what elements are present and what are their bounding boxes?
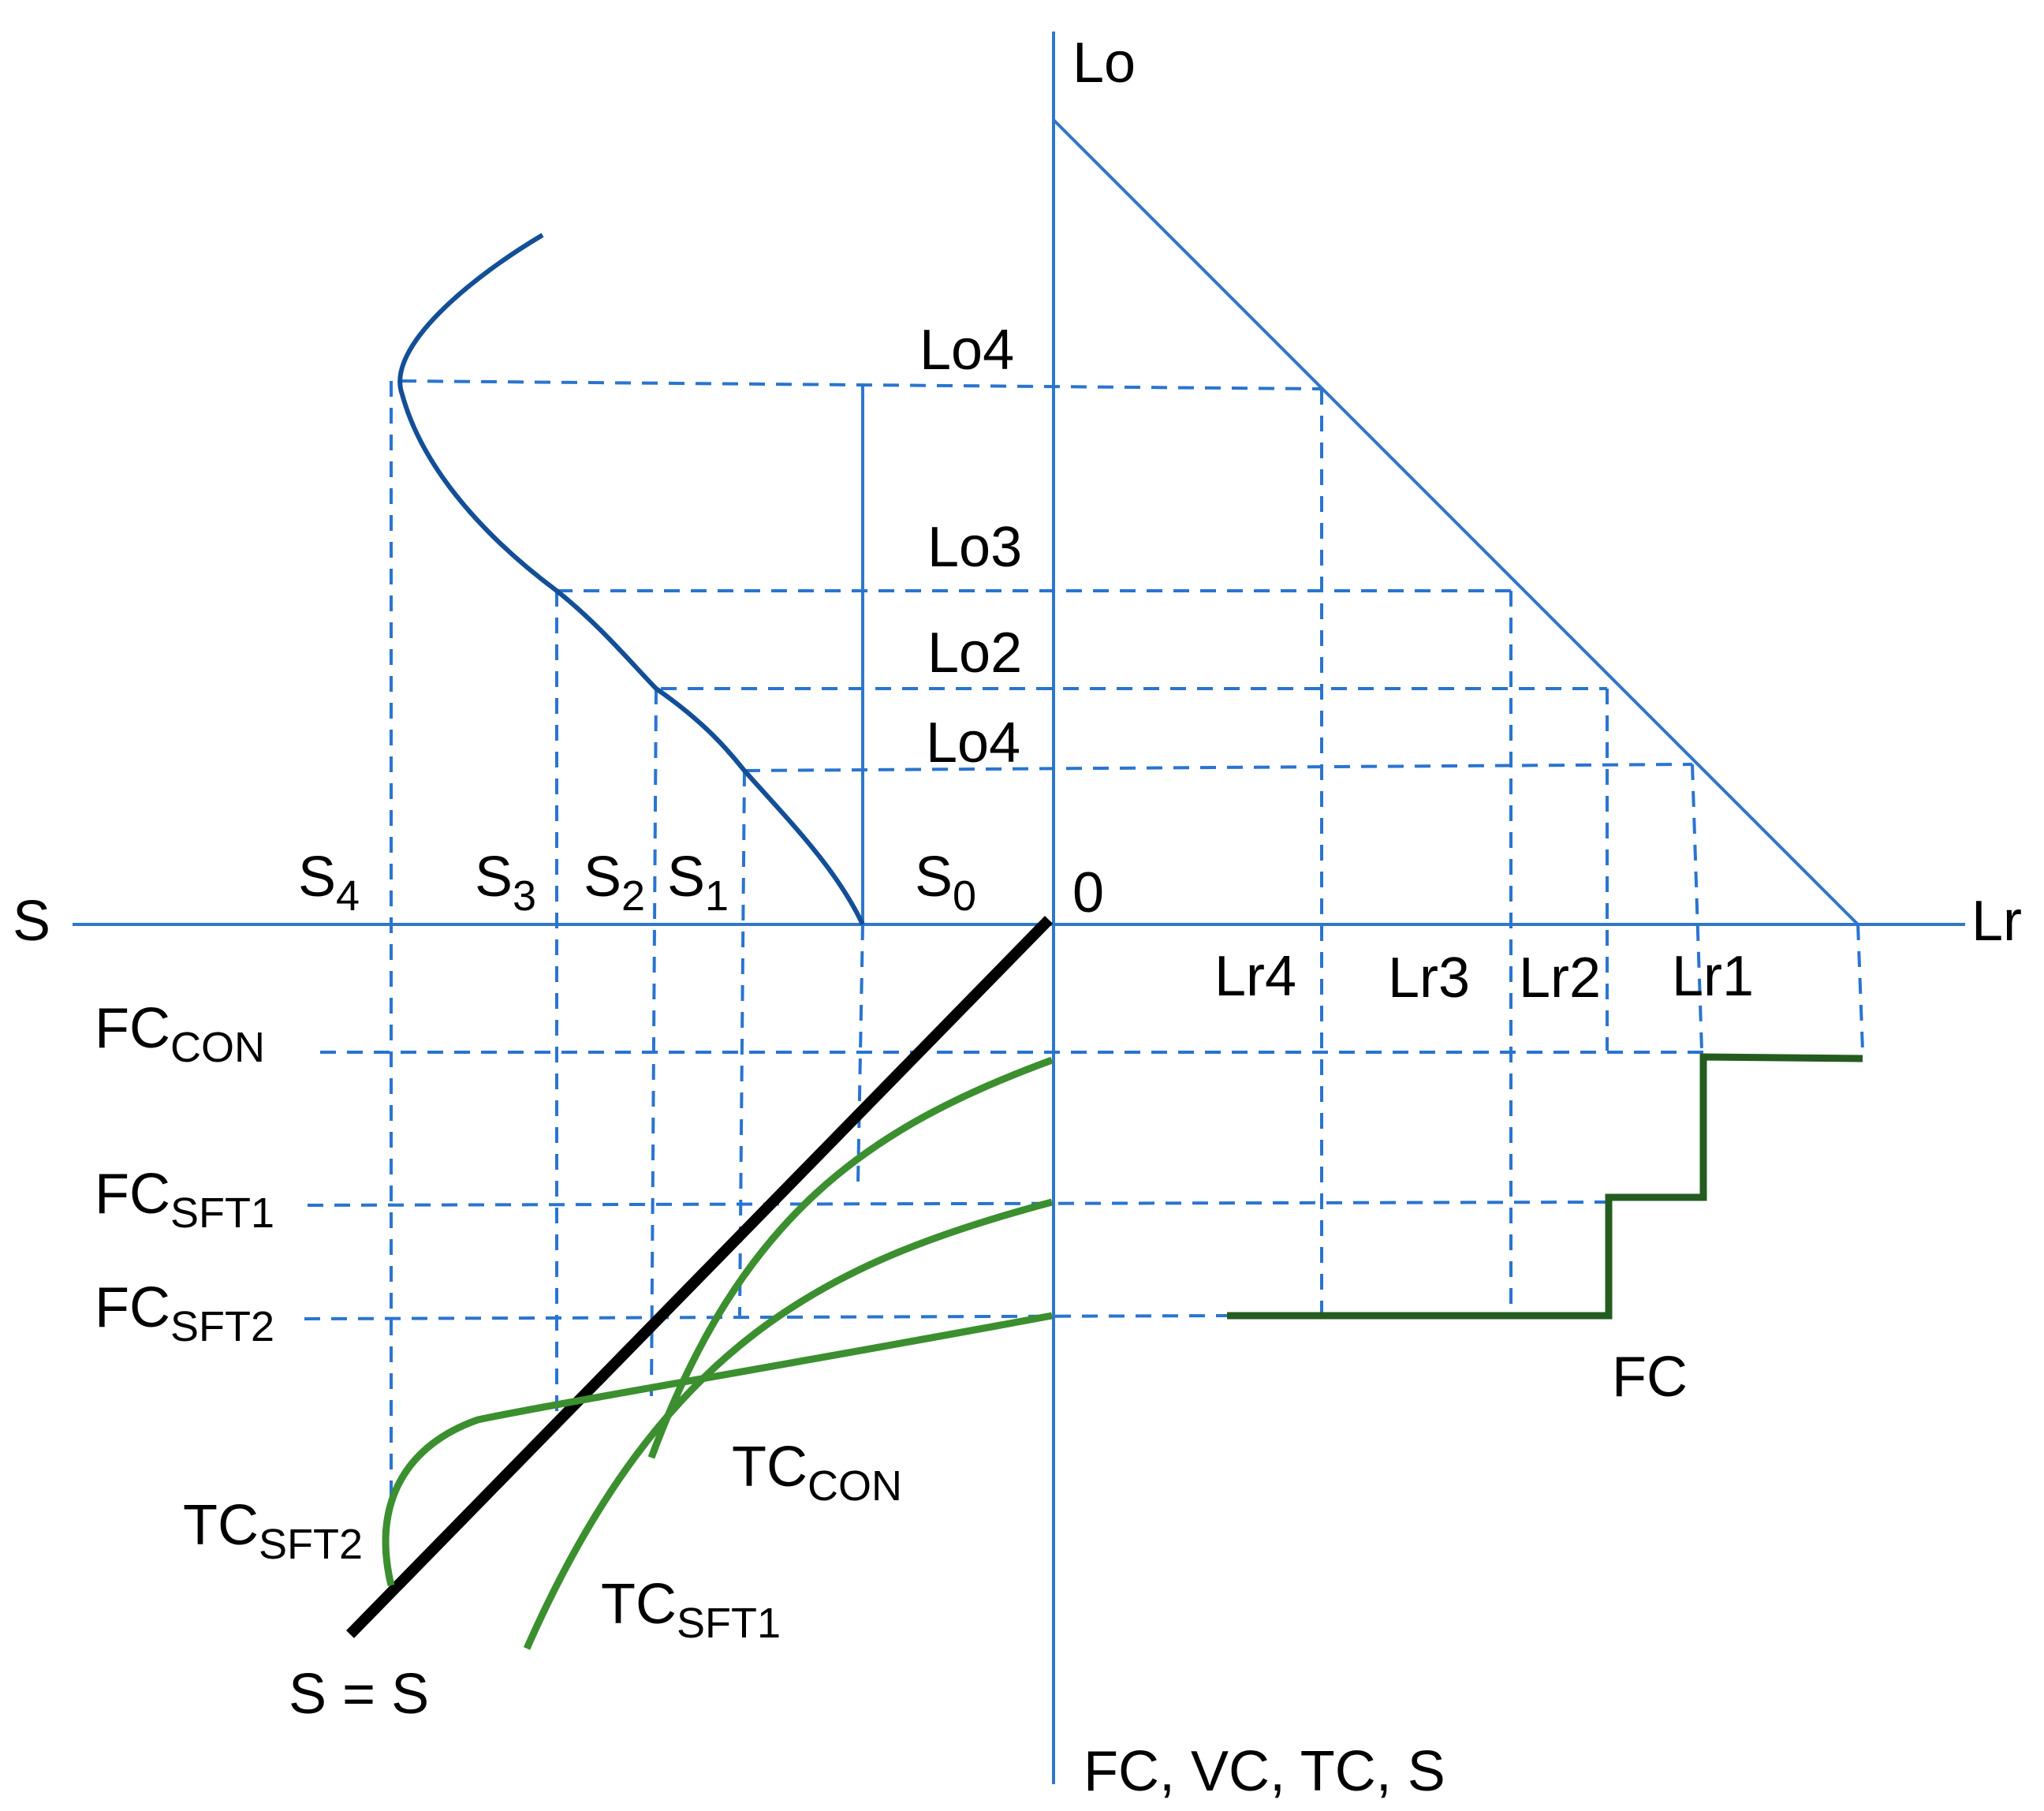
s-curve bbox=[397, 233, 865, 926]
identity-line bbox=[345, 916, 1054, 1638]
lr-level-label: Lr1 bbox=[1672, 945, 1754, 1008]
dash-s2 bbox=[650, 688, 658, 1397]
bottom-axis-label: FC, VC, TC, S bbox=[1084, 1740, 1445, 1803]
fc-curve-label: FC bbox=[1612, 1346, 1688, 1409]
tc-con-label: TCCON bbox=[732, 1436, 902, 1510]
lo-level-label: Lo4 bbox=[919, 319, 1014, 382]
lo-level-label: Lo2 bbox=[927, 622, 1022, 685]
dash-lr1 bbox=[1691, 764, 1703, 1051]
s-level-label: S1 bbox=[667, 846, 729, 920]
lo-level-label: Lo3 bbox=[927, 516, 1022, 579]
lr-level-label: Lr2 bbox=[1519, 947, 1601, 1010]
fc-level-label: FCSFT1 bbox=[95, 1163, 274, 1237]
dash-lo4-bottom bbox=[744, 763, 1693, 772]
dash-s1 bbox=[738, 770, 746, 1316]
s-axis-label: S bbox=[13, 890, 50, 953]
s-level-label: S3 bbox=[475, 846, 536, 920]
tc-sft2-curve bbox=[382, 1312, 1053, 1587]
lr-level-label: Lr4 bbox=[1214, 945, 1296, 1008]
tc-sft1-curve bbox=[523, 1198, 1054, 1650]
s-level-label: S0 bbox=[915, 846, 976, 920]
tc-con-curve bbox=[647, 1056, 1054, 1459]
lr-axis-label: Lr bbox=[1971, 890, 2022, 953]
lr-level-label: Lr3 bbox=[1388, 947, 1470, 1010]
dash-s0 bbox=[856, 924, 864, 1184]
fc-step-curve bbox=[1227, 1053, 1863, 1320]
tc-sft1-label: TCSFT1 bbox=[601, 1573, 781, 1647]
s-level-label: S4 bbox=[298, 846, 360, 920]
tc-sft2-label: TCSFT2 bbox=[183, 1494, 363, 1568]
dash-fc-sft2 bbox=[304, 1314, 1228, 1320]
fc-level-label: FCCON bbox=[95, 997, 265, 1071]
s-level-label: S2 bbox=[584, 846, 645, 920]
dash-lr0 bbox=[1856, 924, 1864, 1051]
lo-lr-constraint-line bbox=[1052, 118, 1859, 926]
origin-label: 0 bbox=[1072, 861, 1104, 924]
lo-axis-label: Lo bbox=[1072, 32, 1136, 95]
identity-label: S = S bbox=[289, 1663, 429, 1726]
fc-level-label: FCSFT2 bbox=[95, 1276, 274, 1350]
lo-level-label: Lo4 bbox=[926, 711, 1020, 775]
dash-lo4-top bbox=[400, 379, 1322, 390]
dash-fc-sft1 bbox=[307, 1200, 1613, 1207]
